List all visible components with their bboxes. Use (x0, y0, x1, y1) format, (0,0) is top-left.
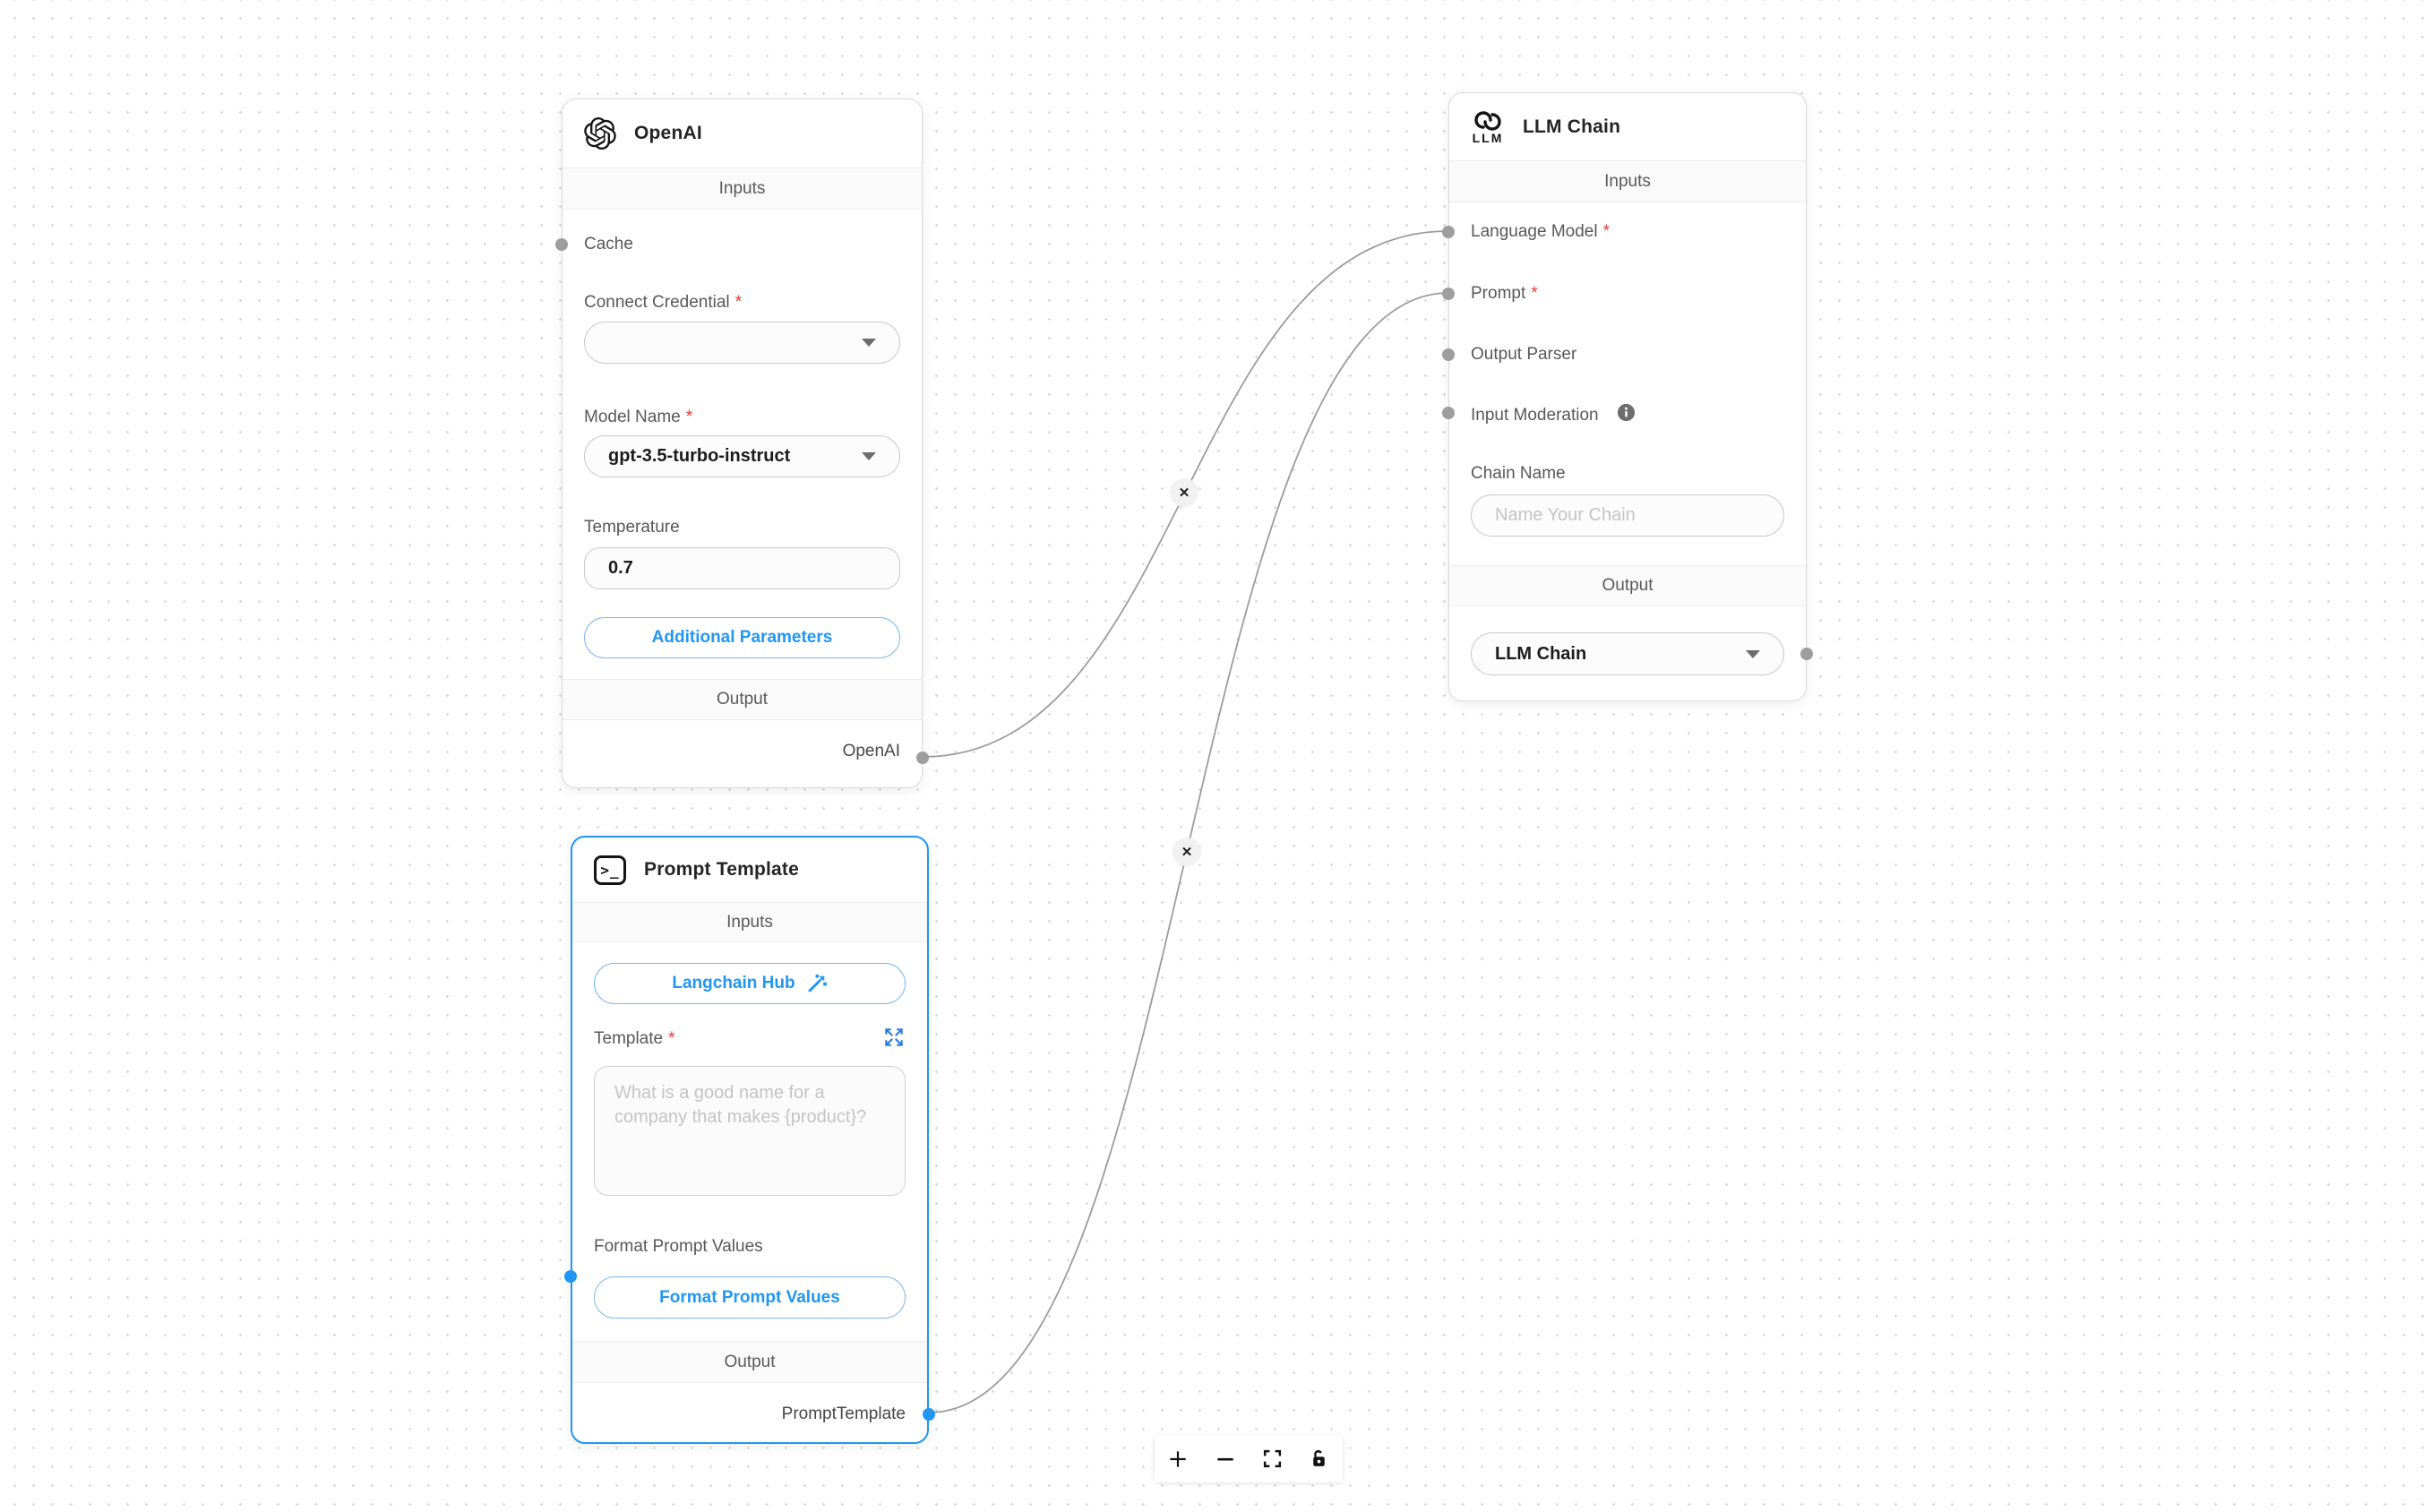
expand-icon[interactable] (882, 1026, 906, 1053)
output-section-label: Output (724, 1352, 776, 1371)
node-title: Prompt Template (644, 859, 799, 880)
node-prompt-template[interactable]: >_ Prompt Template Inputs Langchain Hub … (564, 836, 935, 1444)
prompttemplate-output-anchor-label: PromptTemplate (781, 1405, 906, 1423)
temperature-label: Temperature (584, 518, 680, 537)
chevron-down-icon (862, 339, 876, 347)
minus-icon (1214, 1448, 1237, 1471)
prompt-label: Prompt* (1471, 284, 1538, 303)
prompt-input-handle[interactable] (1442, 288, 1455, 300)
output-section-header: Output (563, 679, 922, 720)
model-name-value: gpt-3.5-turbo-instruct (608, 446, 791, 466)
output-section-header: Output (572, 1341, 927, 1383)
llm-chain-output-value: LLM Chain (1495, 643, 1587, 664)
connect-credential-label: Connect Credential* (584, 293, 743, 312)
cache-input-handle[interactable] (555, 238, 568, 251)
inputs-section-header: Inputs (572, 902, 927, 942)
inputs-section-label: Inputs (726, 912, 773, 932)
input-moderation-label: Input Moderation (1471, 402, 1636, 429)
model-name-select[interactable]: gpt-3.5-turbo-instruct (584, 435, 900, 477)
format-prompt-values-button[interactable]: Format Prompt Values (594, 1276, 906, 1319)
credential-select[interactable] (584, 322, 900, 364)
temperature-value: 0.7 (608, 558, 633, 578)
llm-icon-text: LLM (1472, 130, 1504, 145)
chain-name-label: Chain Name (1471, 464, 1566, 483)
inputs-section-label: Inputs (1604, 171, 1651, 191)
openai-output-anchor-label: OpenAI (842, 742, 900, 760)
zoom-in-button[interactable] (1155, 1435, 1202, 1482)
zoom-out-button[interactable] (1201, 1435, 1249, 1482)
chevron-down-icon (1746, 649, 1760, 658)
llm-chain-output-handle[interactable] (1800, 648, 1813, 660)
node-llm-chain-header[interactable]: LLM LLM Chain (1449, 93, 1806, 160)
output-parser-label: Output Parser (1471, 345, 1577, 364)
template-textarea[interactable] (594, 1066, 906, 1196)
openai-output-handle[interactable] (916, 752, 929, 764)
node-title: LLM Chain (1523, 116, 1621, 137)
language-model-label: Language Model* (1471, 222, 1610, 241)
node-llm-chain[interactable]: LLM LLM Chain Inputs Language Model* Pro… (1442, 92, 1813, 701)
terminal-icon: >_ (594, 855, 626, 885)
chain-name-input[interactable] (1471, 494, 1784, 537)
format-prompt-values-label: Format Prompt Values (594, 1237, 763, 1256)
fit-view-button[interactable] (1249, 1435, 1296, 1482)
fit-view-icon (1261, 1448, 1284, 1470)
output-parser-input-handle[interactable] (1442, 348, 1455, 361)
chain-link-icon: LLM (1471, 109, 1505, 145)
node-prompt-template-header[interactable]: >_ Prompt Template (572, 838, 927, 902)
output-section-label: Output (1602, 576, 1654, 595)
output-section-label: Output (716, 690, 769, 709)
required-asterisk: * (734, 293, 743, 312)
prompttemplate-output-handle[interactable] (923, 1408, 935, 1421)
language-model-input-handle[interactable] (1442, 226, 1455, 238)
output-section-header: Output (1449, 565, 1806, 606)
template-label: Template* (594, 1029, 675, 1048)
input-moderation-input-handle[interactable] (1442, 407, 1455, 419)
canvas-controls-toolbar (1155, 1435, 1343, 1482)
close-icon: ✕ (1181, 845, 1193, 860)
edge-delete-button[interactable]: ✕ (1173, 838, 1201, 866)
langchain-hub-button[interactable]: Langchain Hub (594, 963, 906, 1004)
cache-label: Cache (584, 235, 633, 253)
magic-wand-icon (806, 973, 828, 994)
additional-parameters-button[interactable]: Additional Parameters (584, 617, 900, 658)
required-asterisk: * (1531, 284, 1538, 303)
plus-icon (1166, 1448, 1190, 1471)
temperature-input[interactable]: 0.7 (584, 547, 900, 589)
inputs-section-header: Inputs (1449, 160, 1806, 202)
edge-delete-button[interactable]: ✕ (1170, 478, 1198, 507)
llm-chain-output-select[interactable]: LLM Chain (1471, 632, 1784, 675)
node-openai-header[interactable]: OpenAI (563, 99, 922, 168)
required-asterisk: * (1602, 222, 1610, 241)
format-prompt-values-input-handle[interactable] (564, 1270, 577, 1283)
required-asterisk: * (685, 408, 693, 426)
inputs-section-header: Inputs (563, 168, 922, 210)
node-title: OpenAI (634, 123, 702, 143)
lock-icon (1308, 1448, 1330, 1470)
lock-button[interactable] (1295, 1435, 1343, 1482)
chevron-down-icon (862, 452, 876, 460)
node-openai[interactable]: OpenAI Inputs Cache Connect Credential* … (555, 99, 929, 788)
close-icon: ✕ (1178, 485, 1190, 501)
info-icon[interactable] (1616, 402, 1636, 429)
model-name-label: Model Name* (584, 408, 693, 426)
inputs-section-label: Inputs (718, 178, 766, 198)
required-asterisk: * (668, 1029, 675, 1048)
openai-logo-icon (584, 117, 616, 150)
